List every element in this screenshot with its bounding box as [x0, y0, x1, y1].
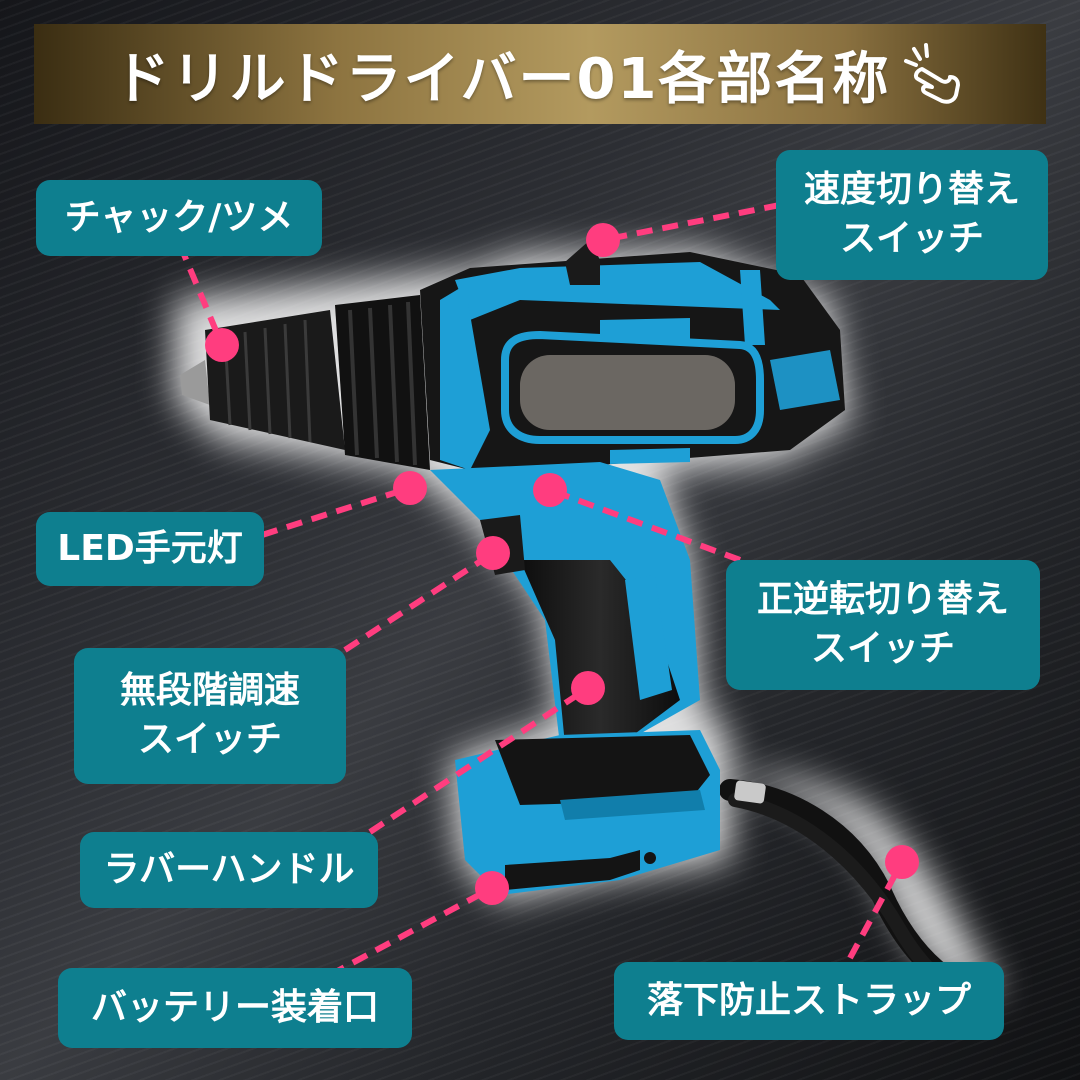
marker-trigger	[476, 536, 510, 570]
title-banner: ドリルドライバー01各部名称	[34, 24, 1046, 124]
label-chuck-text: チャック/ツメ	[64, 196, 294, 238]
leader-battery-mount	[328, 885, 494, 978]
label-chuck: チャック/ツメ	[36, 180, 322, 256]
page-title: ドリルドライバー01各部名称	[113, 46, 891, 112]
marker-led	[393, 471, 427, 505]
label-rubber-handle-text: ラバーハンドル	[103, 848, 355, 890]
label-rubber-handle: ラバーハンドル	[80, 832, 378, 908]
marker-chuck	[205, 328, 239, 362]
marker-direction-switch	[533, 473, 567, 507]
label-trigger-line2: スイッチ	[137, 719, 282, 760]
marker-speed-switch	[586, 223, 620, 257]
label-trigger-line1: 無段階調速	[119, 670, 300, 712]
pointing-hand-icon	[904, 43, 961, 104]
label-led-text: LED手元灯	[57, 527, 243, 569]
leader-direction-switch	[548, 487, 742, 563]
leader-trigger	[343, 550, 495, 653]
leader-speed-switch	[602, 202, 781, 243]
label-led: LED手元灯	[36, 512, 264, 586]
leader-led	[261, 485, 411, 538]
leader-rubber-handle	[368, 685, 590, 835]
marker-strap	[885, 845, 919, 879]
label-speed-switch: 速度切り替え スイッチ	[776, 150, 1048, 280]
leader-strap	[847, 860, 905, 960]
marker-rubber-handle	[571, 671, 605, 705]
label-strap: 落下防止ストラップ	[614, 962, 1004, 1040]
label-direction-switch-line2: スイッチ	[810, 628, 955, 669]
label-direction-switch: 正逆転切り替え スイッチ	[726, 560, 1040, 690]
label-trigger: 無段階調速 スイッチ	[74, 648, 346, 784]
label-battery-mount-text: バッテリー装着口	[90, 986, 379, 1028]
label-strap-text: 落下防止ストラップ	[646, 979, 971, 1021]
label-battery-mount: バッテリー装着口	[58, 968, 412, 1048]
marker-battery-mount	[475, 871, 509, 905]
leader-chuck	[177, 243, 225, 347]
label-speed-switch-line1: 速度切り替え	[803, 169, 1020, 211]
label-speed-switch-line2: スイッチ	[839, 218, 984, 259]
label-direction-switch-line1: 正逆転切り替え	[756, 579, 1009, 621]
